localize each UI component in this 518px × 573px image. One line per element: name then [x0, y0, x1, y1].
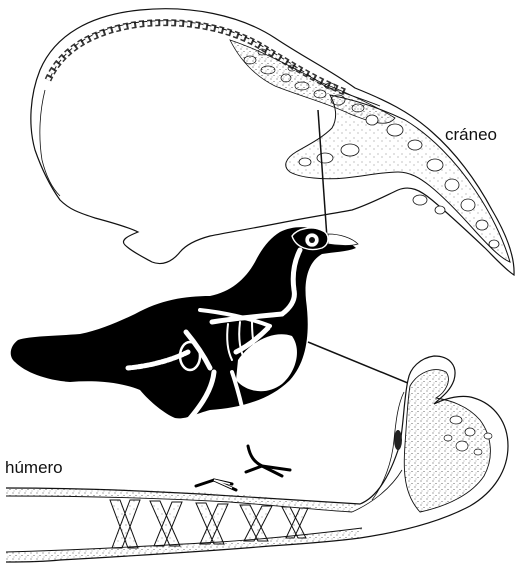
skull-section — [31, 9, 514, 275]
skull-label: cráneo — [445, 126, 497, 143]
bird-silhouette — [11, 227, 358, 490]
humerus-label: húmero — [5, 459, 63, 476]
skull-outline — [31, 9, 514, 275]
